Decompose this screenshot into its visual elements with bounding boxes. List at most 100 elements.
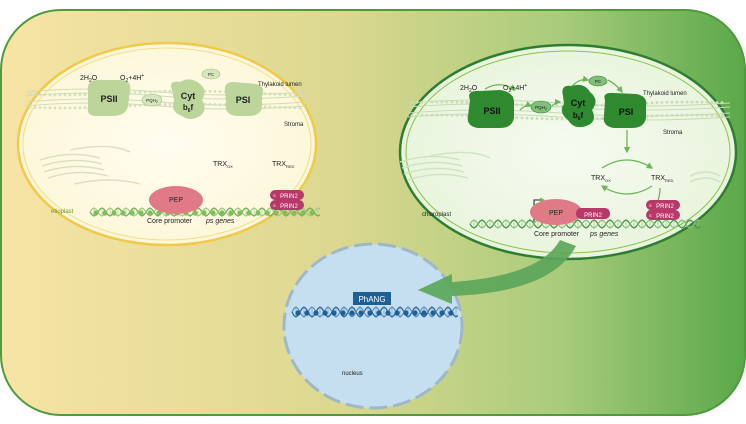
dna-bead (295, 310, 301, 316)
membrane-lipid (48, 106, 52, 110)
etio-ps-genes: ps genes (205, 218, 235, 225)
membrane-lipid (560, 117, 564, 121)
retrograde-arrow (418, 240, 576, 304)
membrane-lipid (298, 106, 302, 110)
membrane-lipid (695, 100, 699, 104)
dna-bead (322, 310, 328, 316)
dna-bead (273, 210, 279, 216)
membrane-lipid (68, 93, 72, 97)
etio-psii-label: PSII (100, 94, 117, 104)
etio-psi-shape (224, 82, 264, 116)
membrane-lipid (645, 114, 649, 118)
membrane-lipid (278, 105, 282, 109)
etioplast (16, 41, 321, 247)
membrane-lipid (595, 104, 599, 107)
dna-bead (228, 210, 234, 216)
etio-pqh-label: PQH2 (146, 98, 158, 104)
membrane-lipid (715, 114, 719, 117)
dna-bead (448, 310, 454, 316)
membrane-lipid (288, 106, 292, 110)
membrane-lipid (83, 93, 87, 97)
etio-water: 2H2O (80, 75, 98, 84)
membrane-lipid (525, 116, 529, 120)
membrane-lipid (650, 101, 654, 105)
etio-s-a-label: S (273, 193, 276, 198)
membrane-lipid (168, 89, 172, 93)
etio-prin2-b-label: PRIN2 (280, 204, 298, 210)
membrane-lipid (38, 106, 42, 110)
etio-core-promoter: Core promoter (147, 218, 193, 225)
membrane-lipid (425, 100, 429, 104)
etio-pqh-shape (141, 93, 163, 107)
dna-bead (147, 210, 153, 216)
chloro-stroma-label: Stroma (663, 130, 683, 136)
membrane-lipid (645, 101, 649, 105)
membrane-lipid (675, 100, 679, 104)
membrane-lipid (38, 93, 42, 97)
membrane-lipid (213, 90, 217, 93)
membrane-lipid (535, 117, 539, 120)
membrane-lipid (540, 117, 544, 121)
membrane-lipid (263, 105, 267, 109)
dna-bead (138, 210, 144, 216)
membrane-lipid (555, 117, 559, 121)
chloro-dna (469, 219, 701, 229)
chloro-psii-shape (467, 90, 514, 128)
dna-bead (421, 310, 427, 316)
dna-bead (331, 310, 337, 316)
dna-strand (291, 306, 459, 318)
membrane-lipid (293, 106, 297, 110)
chloro-psii-label: PSII (483, 106, 500, 116)
dna-bead (210, 210, 216, 216)
dna-bead (111, 210, 117, 216)
chloroplast-label: chloroplast (422, 212, 451, 218)
chloro-psi-label: PSI (619, 107, 634, 117)
dna-bead (291, 210, 297, 216)
membrane-lipid (223, 103, 227, 107)
chloro-cyt-shape (561, 84, 596, 128)
chloro-pep-shape (530, 199, 582, 225)
membrane-lipid (460, 113, 464, 117)
chloroplast (398, 43, 738, 261)
membrane-lipid (83, 106, 87, 110)
dna-bead (264, 210, 270, 216)
membrane-lipid (700, 113, 704, 117)
membrane-lipid (53, 106, 57, 110)
dna-bead (300, 210, 306, 216)
membrane-lipid (445, 113, 449, 117)
dna-bead (237, 210, 243, 216)
membrane-lipid (460, 100, 464, 104)
chloro-trx-red-label: TRXRED (651, 175, 674, 183)
membrane-lipid (680, 100, 684, 104)
membrane-lipid (530, 116, 534, 120)
etio-grana (39, 145, 141, 185)
membrane-lipid (153, 90, 157, 94)
dna-bead (192, 210, 198, 216)
nucleus (282, 242, 464, 410)
chloro-pep-label: PEP (549, 210, 563, 217)
membrane-lipid (273, 105, 277, 109)
membrane-lipid (48, 93, 52, 97)
membrane-lipid (700, 100, 704, 104)
membrane-lipid (73, 93, 77, 97)
membrane-lipid (550, 117, 554, 121)
membrane-lipid (28, 92, 32, 96)
etio-pc-shape (201, 68, 221, 80)
membrane-lipid (425, 113, 429, 117)
etio-trx-red-label: TRXRED (272, 161, 295, 169)
nucleus-label: nucleus (342, 371, 363, 377)
membrane-lipid (545, 117, 549, 121)
membrane-lipid (263, 92, 267, 96)
etio-prin2-b-shape (270, 200, 304, 210)
membrane-lipid (450, 113, 454, 117)
membrane-lipid (430, 113, 434, 117)
membrane-lipid (273, 92, 277, 96)
membrane-lipid (283, 93, 287, 96)
chloro-water: 2H2O (460, 85, 478, 94)
membrane-lipid (208, 102, 212, 106)
membrane-lipid (420, 113, 424, 117)
dna-bead (255, 210, 261, 216)
membrane-lipid (655, 101, 659, 105)
membrane-lipid (455, 113, 459, 117)
